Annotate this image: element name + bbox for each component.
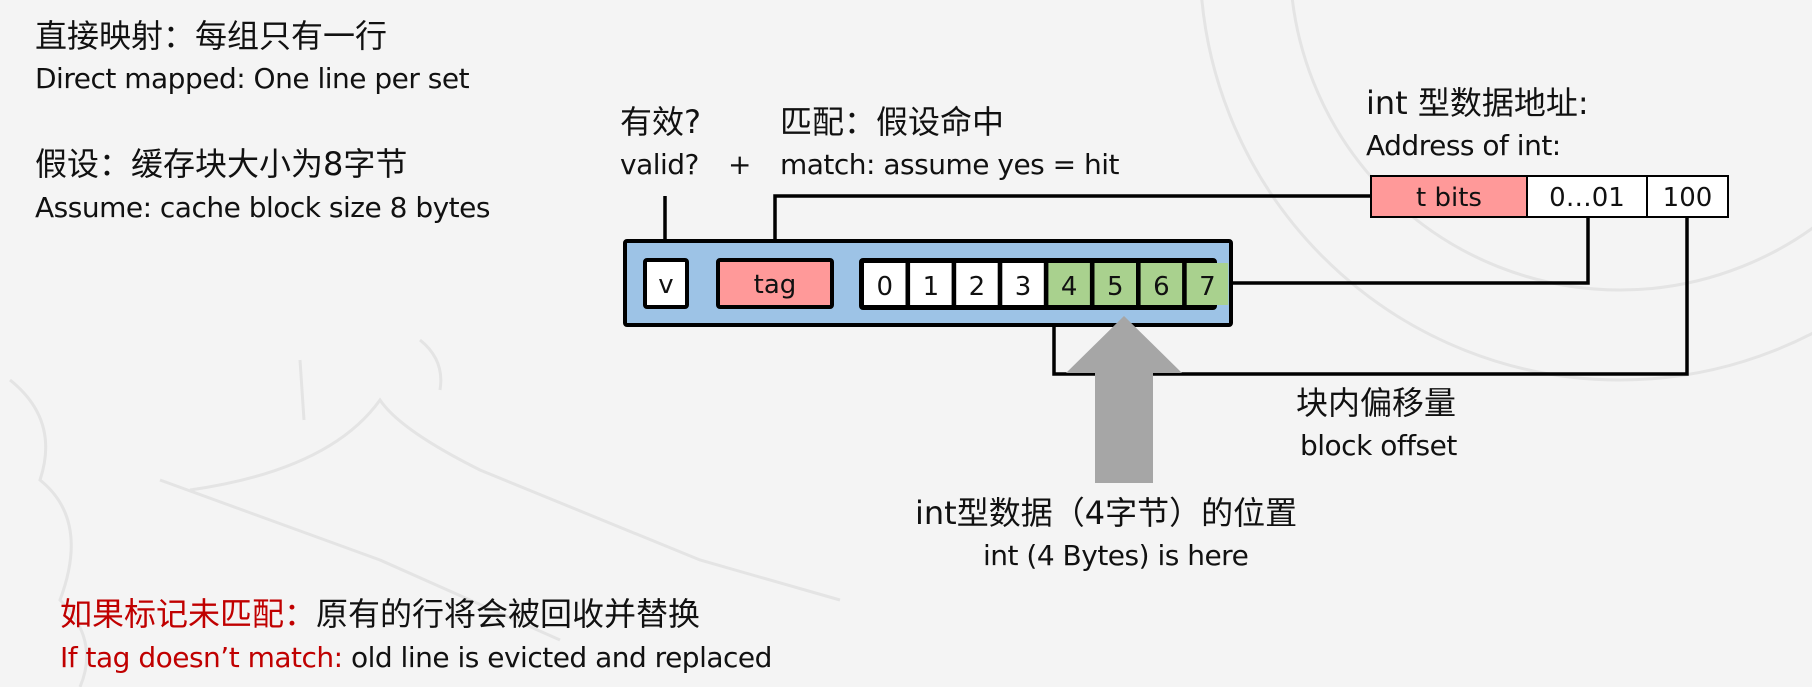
- address-field-label: 100: [1663, 183, 1713, 213]
- heading-zh: 直接映射：每组只有一行: [35, 17, 388, 55]
- block-offset-connector: [1052, 217, 1689, 376]
- byte-cell-label: 7: [1199, 272, 1216, 302]
- tag-label: tag: [754, 270, 797, 300]
- byte-cell-0: [864, 263, 906, 305]
- byte-cell-6: [1140, 263, 1183, 305]
- roof-spire: [298, 359, 306, 421]
- set-index-connector: [1232, 217, 1590, 285]
- int-location-arrow-icon: [1066, 316, 1182, 483]
- tag-box: [716, 258, 834, 309]
- address-field-label: t bits: [1416, 183, 1482, 213]
- block-offset-label-en: block offset: [1300, 429, 1457, 462]
- byte-cell-label: 4: [1061, 272, 1078, 302]
- address-label-en: Address of int:: [1366, 129, 1561, 162]
- byte-cell-label: 0: [876, 272, 893, 302]
- address-label-zh: int 型数据地址:: [1366, 84, 1589, 122]
- byte-cell-label: 1: [923, 272, 940, 302]
- roof-eave-sketch: [159, 478, 561, 642]
- byte-cell-label: 3: [1015, 272, 1032, 302]
- byte-cell-label: 6: [1153, 272, 1170, 302]
- address-box: t bits 0…01 100: [1370, 175, 1729, 218]
- byte-cell-3: [1002, 263, 1044, 305]
- tag-connector: [773, 194, 1370, 260]
- valid-bit-label: v: [658, 270, 673, 300]
- byte-cell-7: [1186, 263, 1229, 305]
- heading-en: Direct mapped: One line per set: [35, 62, 470, 95]
- int-location-label-zh: int型数据（4字节）的位置: [915, 494, 1298, 532]
- roof-ornament: [419, 338, 443, 391]
- byte-cell-label: 2: [969, 272, 986, 302]
- match-label-zh: 匹配：假设命中: [780, 103, 1005, 141]
- byte-cell-4: [1048, 263, 1090, 305]
- miss-note-en: If tag doesn’t match: old line is evicte…: [60, 644, 772, 672]
- miss-note-zh-result: 原有的行将会被回收并替换: [316, 595, 701, 633]
- assumption-en: Assume: cache block size 8 bytes: [35, 191, 490, 224]
- address-field-2: [1646, 175, 1729, 218]
- miss-note-zh-condition: 如果标记未匹配：: [60, 595, 317, 633]
- valid-label-zh: 有效?: [620, 103, 701, 141]
- valid-bit-box: [643, 258, 689, 309]
- byte-cell-1: [910, 263, 952, 305]
- miss-note-en-result: old line is evicted and replaced: [350, 641, 772, 674]
- miss-note-en-condition: If tag doesn’t match:: [60, 641, 351, 674]
- miss-note-zh: 如果标记未匹配：原有的行将会被回收并替换: [60, 598, 700, 630]
- assumption-zh: 假设：缓存块大小为8字节: [35, 145, 408, 183]
- byte-cell-5: [1094, 263, 1136, 305]
- block-offset-label-zh: 块内偏移量: [1296, 384, 1457, 422]
- match-label-en: match: assume yes = hit: [780, 148, 1120, 181]
- tree-sketch: [9, 378, 89, 687]
- plus-sign: +: [728, 148, 751, 181]
- roof-sketch: [189, 397, 841, 602]
- valid-label-en: valid?: [620, 148, 699, 181]
- address-field-label: 0…01: [1549, 183, 1625, 213]
- byte-cell-2: [956, 263, 998, 305]
- seal-outer-ring: [1200, 0, 1812, 382]
- seal-inner-ring: [1290, 0, 1812, 292]
- int-location-label-en: int (4 Bytes) is here: [983, 539, 1249, 572]
- byte-cell-label: 5: [1107, 272, 1124, 302]
- address-field-0: [1370, 175, 1528, 218]
